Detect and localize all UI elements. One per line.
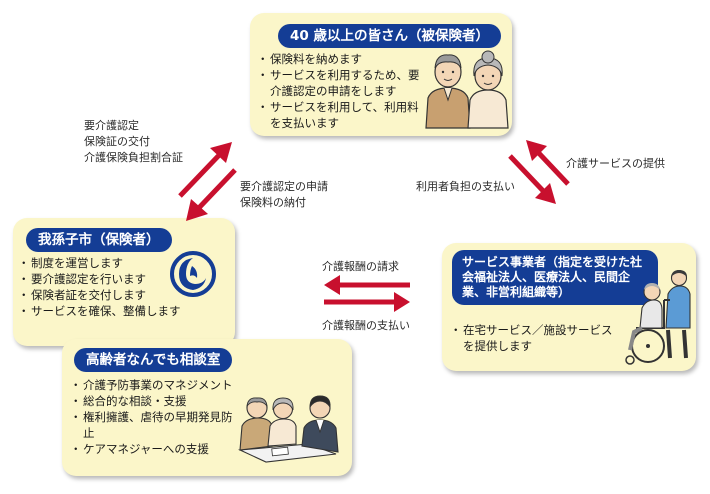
flow-label-insured-to-city: 要介護認定の申請 保険料の納付	[240, 179, 328, 211]
elderly-couple-illustration	[425, 50, 509, 129]
flow-label-provider-to-city: 介護報酬の請求	[322, 260, 399, 273]
flow-label-city-to-insured: 要介護認定 保険証の交付 介護保険負担割合証	[84, 118, 183, 166]
wheelchair-care-illustration	[625, 269, 691, 365]
provider-list: 在宅サービス／施設サービスを提供します	[450, 322, 622, 354]
flow-label-line: 保険料の納付	[240, 196, 306, 209]
arrow-provider-to-city	[324, 275, 410, 295]
municipality-list: 制度を運営します 要介護認定を行います 保険者証を交付します サービスを確保、整…	[18, 255, 230, 319]
flow-label-provider-to-insured: 介護サービスの提供	[566, 157, 665, 170]
list-item: 制度を運営します	[18, 255, 230, 271]
list-item: 権利擁護、虐待の早期発見防止	[70, 409, 240, 441]
list-item: 在宅サービス／施設サービスを提供します	[450, 322, 622, 354]
flow-label-insured-to-provider: 利用者負担の支払い	[416, 180, 515, 193]
flow-label-city-to-provider: 介護報酬の支払い	[322, 319, 410, 332]
insured-title: 40 歳以上の皆さん（被保険者）	[278, 24, 501, 48]
arrow-provider-to-insured	[526, 140, 570, 186]
list-item: サービスを利用して、利用料を支払います	[257, 99, 425, 131]
city-emblem-icon	[170, 251, 216, 297]
list-item: 介護予防事業のマネジメント	[70, 377, 240, 393]
list-item: サービスを利用するため、要介護認定の申請をします	[257, 67, 425, 99]
list-item: 保険者証を交付します	[18, 287, 230, 303]
list-item: 保険料を納めます	[257, 51, 425, 67]
arrow-city-to-insured	[178, 142, 232, 198]
list-item: 要介護認定を行います	[18, 271, 230, 287]
consult-list: 介護予防事業のマネジメント 総合的な相談・支援 権利擁護、虐待の早期発見防止 ケ…	[70, 377, 240, 457]
provider-title: サービス事業者（指定を受けた社会福祉法人、医療法人、民間企業、非営利組織等）	[452, 250, 658, 305]
list-item: 総合的な相談・支援	[70, 393, 240, 409]
flow-label-line: 保険証の交付	[84, 135, 150, 148]
flow-label-line: 要介護認定	[84, 119, 139, 132]
flow-label-line: 介護保険負担割合証	[84, 151, 183, 164]
insured-list: 保険料を納めます サービスを利用するため、要介護認定の申請をします サービスを利…	[257, 51, 425, 131]
arrow-insured-to-city	[186, 168, 237, 221]
flow-label-line: 要介護認定の申請	[240, 180, 328, 193]
list-item: ケアマネジャーへの支援	[70, 441, 240, 457]
arrow-city-to-provider	[324, 292, 410, 312]
consultation-illustration	[237, 395, 339, 463]
consult-title: 高齢者なんでも相談室	[74, 348, 233, 372]
list-item: サービスを確保、整備します	[18, 303, 230, 319]
arrow-insured-to-provider	[508, 154, 556, 204]
municipality-title: 我孫子市（保険者）	[26, 228, 172, 252]
